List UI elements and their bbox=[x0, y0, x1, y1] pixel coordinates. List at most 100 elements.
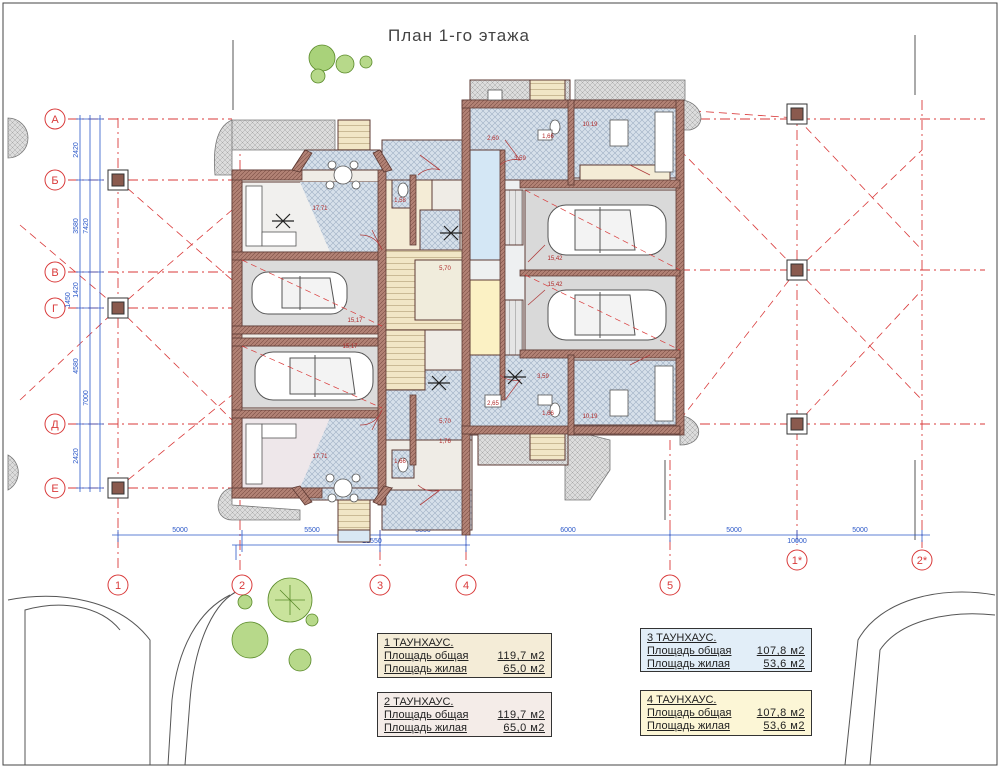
row-label: Г bbox=[52, 303, 58, 315]
legend-value: 107,8 м2 bbox=[756, 645, 805, 657]
legend-label: Площадь жилая bbox=[647, 658, 730, 670]
legend-townhouse-1: 1 ТАУНХАУС. Площадь общая 119,7 м2 Площад… bbox=[377, 633, 552, 678]
col-label: 5 bbox=[667, 580, 673, 592]
dim-text: 3580 bbox=[73, 218, 80, 234]
bottom-dimensions bbox=[112, 530, 930, 560]
room-area: 5,70 bbox=[439, 266, 451, 272]
pavement bbox=[213, 79, 702, 521]
door-swings bbox=[359, 139, 651, 506]
col-label: 4 bbox=[463, 580, 469, 592]
room-area: 1,66 bbox=[394, 459, 406, 465]
legend-value: 119,7 м2 bbox=[497, 650, 545, 662]
room-area: 10,19 bbox=[582, 414, 598, 420]
site-curbs bbox=[7, 35, 996, 766]
legend-value: 65,0 м2 bbox=[503, 722, 545, 734]
room-area: 2,65 bbox=[487, 401, 499, 407]
room-labels: 17,71 15,17 1,58 5,70 15,17 17,71 5,70 1… bbox=[312, 122, 598, 465]
col-label: 2* bbox=[917, 555, 928, 567]
row-axis-V: В bbox=[44, 261, 66, 283]
plan-title: План 1-го этажа bbox=[388, 26, 531, 45]
row-label: В bbox=[51, 267, 58, 279]
legend-label: Площадь общая bbox=[647, 645, 732, 657]
sanitary bbox=[397, 89, 561, 473]
legend-value: 53,6 м2 bbox=[763, 720, 805, 732]
room-area: 15,42 bbox=[547, 256, 563, 262]
col-label: 1 bbox=[115, 580, 121, 592]
legend-title: 4 ТАУНХАУС. bbox=[647, 694, 717, 706]
col-axis-markers: 1 2 3 4 5 1* 2* bbox=[107, 549, 933, 596]
bottom-dimension-text: 5000 5500 5350 21550 6000 5000 10000 500… bbox=[172, 527, 868, 545]
legend-value: 65,0 м2 bbox=[503, 663, 545, 675]
legend-townhouse-3: 3 ТАУНХАУС. Площадь общая 107,8 м2 Площад… bbox=[640, 628, 812, 672]
legend-value: 107,8 м2 bbox=[756, 707, 805, 719]
row-axis-B: Б bbox=[44, 169, 66, 191]
tree-top bbox=[308, 44, 373, 84]
dining-sets bbox=[325, 160, 361, 503]
legend-title: 3 ТАУНХАУС. bbox=[647, 632, 717, 644]
legend-label: Площадь жилая bbox=[384, 722, 467, 734]
walls bbox=[231, 99, 685, 536]
legend-label: Площадь общая bbox=[384, 650, 469, 662]
car-u1 bbox=[251, 271, 348, 315]
dim-text: 1450 bbox=[65, 292, 72, 308]
dim-text: 7000 bbox=[83, 390, 90, 406]
dim-text: 2420 bbox=[73, 448, 80, 464]
room-area: 3,59 bbox=[537, 374, 549, 380]
row-label: Е bbox=[51, 483, 58, 495]
room-area: 15,17 bbox=[347, 318, 363, 324]
column-posts bbox=[107, 103, 808, 499]
dim-text: 10000 bbox=[787, 538, 807, 545]
row-label: Д bbox=[51, 419, 59, 431]
u3-stair bbox=[469, 149, 504, 261]
left-dimension-text: 2420 3580 7420 1420 1450 4580 7000 2420 bbox=[65, 142, 90, 464]
legend-label: Площадь общая bbox=[384, 709, 469, 721]
row-axis-E: Е bbox=[44, 477, 66, 499]
left-dimensions bbox=[76, 115, 104, 492]
room-area: 15,42 bbox=[547, 282, 563, 288]
col-label: 2 bbox=[239, 580, 245, 592]
room-area: 3,59 bbox=[514, 156, 526, 162]
u4-lower bbox=[469, 354, 571, 431]
legend-label: Площадь общая bbox=[647, 707, 732, 719]
legend-townhouse-2: 2 ТАУНХАУС. Площадь общая 119,7 м2 Площад… bbox=[377, 692, 552, 737]
car-u2 bbox=[254, 351, 374, 401]
dim-text: 5000 bbox=[852, 527, 868, 534]
room-area: 17,71 bbox=[312, 454, 328, 460]
row-axis-markers: А Б В Г Д Е bbox=[44, 108, 66, 499]
col-label: 3 bbox=[377, 580, 383, 592]
dim-text: 6000 bbox=[560, 527, 576, 534]
room-area: 1,66 bbox=[542, 411, 554, 417]
row-label: Б bbox=[51, 175, 58, 187]
car-u3 bbox=[547, 204, 667, 256]
diagonal-lines bbox=[19, 109, 923, 489]
room-area: 1,76 bbox=[439, 439, 451, 445]
dim-text: 5000 bbox=[726, 527, 742, 534]
garage-door-diagonals bbox=[241, 189, 681, 409]
col-label: 1* bbox=[792, 555, 803, 567]
dim-text: 2420 bbox=[73, 142, 80, 158]
dim-text: 21550 bbox=[362, 538, 382, 545]
room-area: 15,17 bbox=[342, 344, 358, 350]
room-area: 1,58 bbox=[394, 198, 406, 204]
room-area: 2,60 bbox=[487, 136, 499, 142]
room-area: 17,71 bbox=[312, 206, 328, 212]
legend-label: Площадь жилая bbox=[647, 720, 730, 732]
kitchen-counters bbox=[245, 111, 674, 485]
dim-text: 4580 bbox=[73, 358, 80, 374]
fan-symbols bbox=[272, 213, 526, 391]
legend-label: Площадь жилая bbox=[384, 663, 467, 675]
row-axis-G: Г bbox=[44, 297, 66, 319]
row-axis-D: Д bbox=[44, 413, 66, 435]
legend-title: 2 ТАУНХАУС. bbox=[384, 696, 454, 708]
legend-value: 119,7 м2 bbox=[497, 709, 545, 721]
row-label: А bbox=[51, 114, 59, 126]
dim-text: 5500 bbox=[304, 527, 320, 534]
legend-title: 1 ТАУНХАУС. bbox=[384, 637, 454, 649]
tree-bottom bbox=[231, 577, 319, 672]
room-area: 5,70 bbox=[439, 419, 451, 425]
room-area: 10,19 bbox=[582, 122, 598, 128]
legend-townhouse-4: 4 ТАУНХАУС. Площадь общая 107,8 м2 Площад… bbox=[640, 690, 812, 736]
left-edge-pavement bbox=[7, 117, 29, 491]
dim-text: 5000 bbox=[172, 527, 188, 534]
